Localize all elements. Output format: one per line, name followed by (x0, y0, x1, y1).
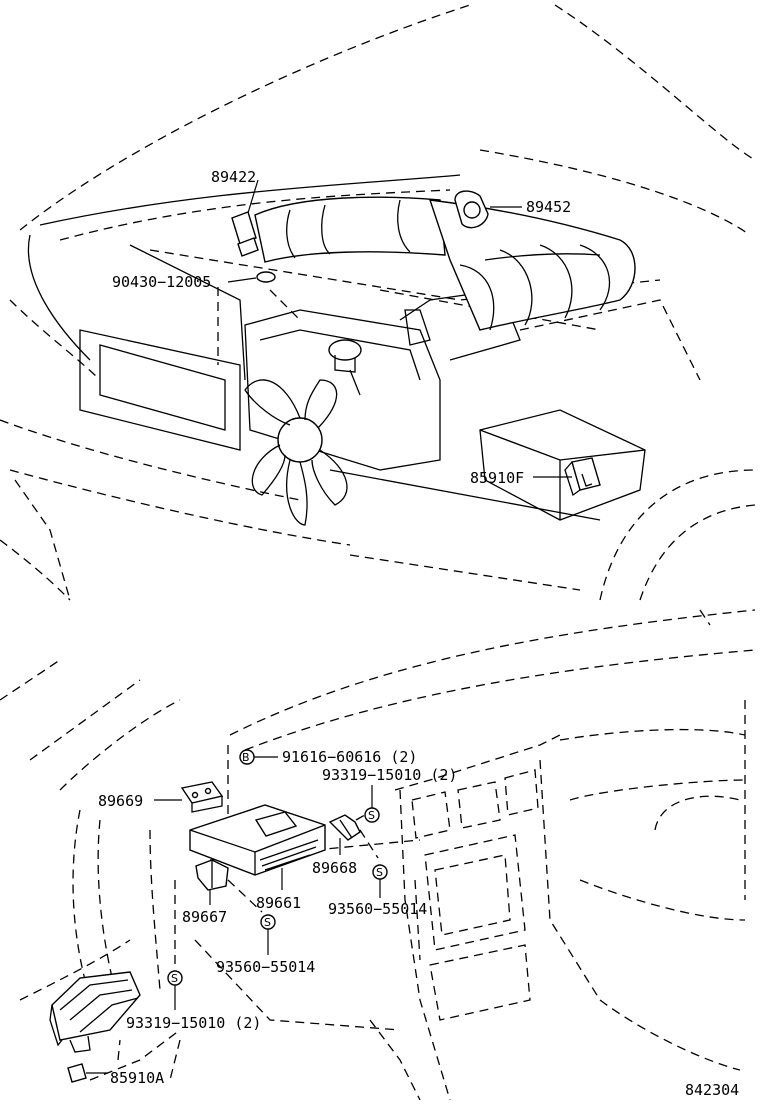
label-93319-15010-lower: 93319−15010 (2) (126, 1014, 261, 1032)
part-89661-ecu (189, 804, 326, 890)
label-89452: 89452 (526, 198, 571, 216)
cooling-fan (244, 379, 348, 526)
part-89422-sensor (231, 179, 259, 257)
part-89667-bracket (174, 859, 263, 965)
label-89669: 89669 (98, 792, 143, 810)
label-93560-55014-right: 93560−55014 (328, 900, 427, 918)
bolt-symbol: B (242, 751, 250, 764)
screw-symbol: S (368, 809, 375, 822)
relay-block-lower (49, 971, 141, 1053)
screw-symbol: S (376, 866, 383, 879)
label-91616-60616: 91616−60616 (2) (282, 748, 417, 766)
label-85910a: 85910A (110, 1069, 164, 1087)
diagram-number: 842304 (685, 1081, 739, 1099)
engine-bay-outline (0, 4, 756, 601)
screw-marker-s-upper: S (364, 785, 380, 823)
bolt-marker-b: B (239, 749, 278, 765)
screw-marker-s-lower: S (167, 970, 183, 1010)
intake-duct (254, 196, 636, 346)
part-89452-sensor (454, 190, 522, 229)
dashboard-outline (0, 609, 756, 1101)
label-89667: 89667 (182, 908, 227, 926)
screw-marker-s-right: S (372, 864, 388, 898)
label-89422: 89422 (211, 168, 256, 186)
engine-block (244, 289, 521, 471)
label-93560-55014-left: 93560−55014 (216, 958, 315, 976)
label-85910f: 85910F (470, 469, 524, 487)
label-90430-12005: 90430−12005 (112, 273, 211, 291)
relay-box (479, 409, 646, 521)
screw-symbol: S (264, 916, 271, 929)
part-89668-bracket (328, 811, 379, 859)
label-93319-15010-upper: 93319−15010 (2) (322, 766, 457, 784)
part-90430-gasket (217, 271, 301, 365)
screw-marker-s-left: S (260, 914, 276, 955)
part-89669-bracket (154, 745, 229, 820)
part-85910a-relay (67, 1039, 121, 1083)
part-85910f-relay (533, 457, 601, 497)
label-89668: 89668 (312, 859, 357, 877)
screw-symbol: S (171, 972, 178, 985)
label-89661: 89661 (256, 894, 301, 912)
